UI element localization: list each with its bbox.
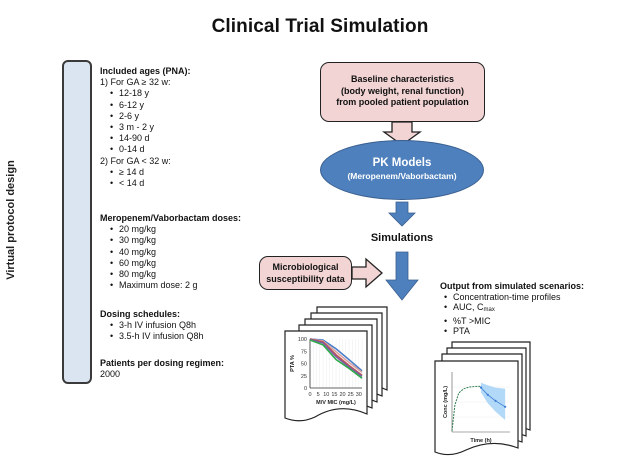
age-item: 2-6 y: [110, 111, 191, 122]
output-heading: Output from simulated scenarios:: [440, 281, 585, 291]
schedules-heading: Dosing schedules:: [100, 309, 181, 319]
dose-item: 80 mg/kg: [110, 269, 241, 280]
y-tick-label: 50: [301, 362, 307, 368]
x-axis-label: Time (h): [470, 438, 491, 444]
included-ages-heading: Included ages (PNA):: [100, 66, 191, 76]
included-ages-section: Included ages (PNA): 1) For GA ≥ 32 w: 1…: [100, 66, 191, 189]
output-cmax-sub: max: [483, 307, 495, 313]
predicted-point: [486, 393, 489, 396]
pk-models-title: PK Models: [372, 157, 432, 169]
y-tick-label: 100: [298, 337, 307, 343]
dose-item: 30 mg/kg: [110, 235, 241, 246]
micro-line1: Microbiological: [272, 262, 339, 272]
dose-item: 20 mg/kg: [110, 224, 241, 235]
age-item: 12-18 y: [110, 88, 191, 99]
x-tick-label: 25: [348, 392, 354, 398]
predicted-point: [479, 386, 483, 389]
microbiological-susceptibility-box: Microbiological susceptibility data: [259, 256, 352, 290]
group2-list: ≥ 14 d < 14 d: [100, 167, 191, 189]
baseline-line3: from pooled patient population: [336, 97, 469, 107]
page-title: Clinical Trial Simulation: [211, 16, 429, 37]
predicted-point: [504, 405, 507, 408]
baseline-line1: Baseline characteristics: [350, 74, 455, 84]
baseline-line2: (body weight, renal function): [341, 85, 464, 96]
age-item: ≥ 14 d: [110, 167, 191, 178]
schedule-item: 3-h IV infusion Q8h: [110, 320, 204, 331]
output-section: Output from simulated scenarios: Concent…: [440, 281, 584, 337]
group1-label: 1) For GA ≥ 32 w:: [100, 77, 171, 88]
micro-line2: susceptibility data: [266, 273, 345, 284]
dose-item: Maximum dose: 2 g: [110, 280, 241, 291]
age-item: < 14 d: [110, 178, 191, 189]
predicted-line: [480, 387, 506, 408]
patients-value: 2000: [100, 369, 121, 380]
group2-label: 2) For GA < 32 w:: [100, 155, 171, 166]
patients-section: Patients per dosing regimen: 2000: [100, 358, 224, 380]
dose-item: 60 mg/kg: [110, 258, 241, 269]
y-tick-label: 25: [301, 374, 307, 380]
hollow-down-arrow-icon: [381, 121, 423, 146]
x-axis-label: M/V MIC (mg/L): [316, 400, 356, 406]
age-item: 14-90 d: [110, 133, 191, 144]
pk-models-ellipse: PK Models (Meropenem/Vaborbactam): [320, 140, 484, 200]
y-tick-label: 75: [301, 349, 307, 355]
hollow-right-arrow-icon: [351, 257, 383, 289]
series-line-green: [309, 339, 363, 379]
schedule-item: 3.5-h IV infusion Q8h: [110, 331, 204, 342]
y-axis-label: Conc (mg/L): [443, 386, 449, 418]
doses-list: 20 mg/kg 30 mg/kg 40 mg/kg 60 mg/kg 80 m…: [100, 224, 241, 291]
conc-chart: Time (h) Conc (mg/L): [443, 372, 510, 444]
schedules-list: 3-h IV infusion Q8h 3.5-h IV infusion Q8…: [100, 320, 204, 342]
predicted-point: [494, 399, 497, 402]
x-tick-label: 15: [331, 392, 337, 398]
x-tick-label: 10: [323, 392, 329, 398]
dose-item: 40 mg/kg: [110, 247, 241, 258]
virtual-protocol-design-box: [62, 60, 92, 384]
output-auc-text: AUC, C: [453, 302, 484, 312]
age-item: 3 m - 2 y: [110, 122, 191, 133]
blue-down-arrow-icon: [388, 201, 416, 227]
age-item: 0-14 d: [110, 144, 191, 155]
schedules-section: Dosing schedules: 3-h IV infusion Q8h 3.…: [100, 309, 204, 343]
y-axis-label: PTA %: [290, 355, 296, 372]
output-item: %T >MIC: [444, 316, 584, 327]
y-tick-label: 0: [304, 386, 307, 392]
observed-line: [451, 385, 481, 431]
x-tick-label: 30: [356, 392, 362, 398]
x-tick-label: 20: [339, 392, 345, 398]
x-tick-label: 0: [308, 392, 311, 398]
output-item: AUC, Cmax: [444, 302, 584, 316]
output-list: Concentration-time profiles AUC, Cmax %T…: [440, 292, 584, 337]
age-item: 6-12 y: [110, 100, 191, 111]
series-line-purple: [309, 338, 363, 377]
pk-models-subtitle: (Meropenem/Vaborbactam): [347, 171, 457, 181]
patients-heading: Patients per dosing regimen:: [100, 358, 225, 368]
simulations-label: Simulations: [370, 232, 434, 244]
ci-band: [481, 382, 506, 420]
output-item: Concentration-time profiles: [444, 292, 584, 303]
big-blue-down-arrow-icon: [385, 251, 419, 301]
doses-heading: Meropenem/Vaborbactam doses:: [100, 213, 242, 223]
doses-section: Meropenem/Vaborbactam doses: 20 mg/kg 30…: [100, 213, 241, 291]
output-item: PTA: [444, 326, 584, 337]
x-tick-label: 5: [317, 392, 320, 398]
group1-list: 12-18 y 6-12 y 2-6 y 3 m - 2 y 14-90 d 0…: [100, 88, 191, 155]
